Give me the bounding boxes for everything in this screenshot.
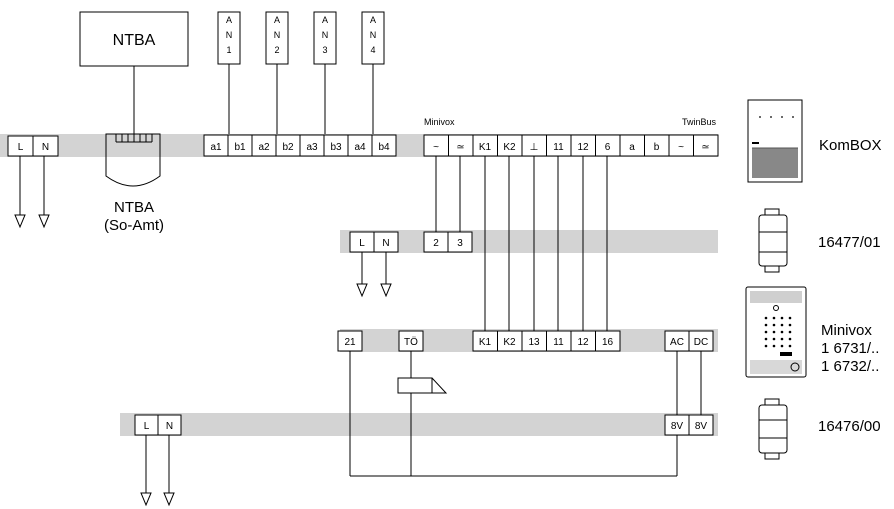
terminal-a3: a3 <box>306 142 318 153</box>
terminal-a4: a4 <box>354 142 366 153</box>
ground-arrow-icon <box>14 214 26 229</box>
minivox-right-terminals: AC DC <box>664 330 714 352</box>
transformer1-device-icon <box>758 208 788 273</box>
ground-arrow-icon <box>163 492 175 507</box>
minivox-device-icon <box>745 286 807 378</box>
an4-char-num: 4 <box>370 45 375 55</box>
an2-char-num: 2 <box>274 45 279 55</box>
transformer1-terminals: 2 3 <box>423 231 473 253</box>
ab-terminal-strip: a1 b1 a2 b2 a3 b3 a4 b4 <box>203 134 397 157</box>
twinbus-bus-label: TwinBus <box>682 117 717 127</box>
power1-l-label: L <box>18 142 24 153</box>
power1-n-label: N <box>42 142 49 153</box>
minivox-terminals: K1 K2 13 11 12 16 <box>472 330 621 352</box>
kombox-terminal-12: 12 <box>577 142 589 153</box>
minivox-terminal-11: 11 <box>553 337 564 348</box>
ntba-socket <box>105 133 161 187</box>
ntba-device-label-1: NTBA <box>114 199 154 216</box>
transformer2-device-icon <box>758 398 788 460</box>
door-opener-icon <box>397 377 433 394</box>
an2-char-a: A <box>274 15 280 25</box>
power2-l-label: L <box>359 238 365 249</box>
kombox-terminal-k2: K2 <box>503 142 516 153</box>
kombox-terminal-6: 6 <box>605 142 611 153</box>
minivox-terminal-16: 16 <box>602 337 614 348</box>
power-supply-2: L N <box>349 231 399 298</box>
minivox-terminal-13: 13 <box>528 337 540 348</box>
kombox-terminal-dc1: ≃ <box>456 142 464 153</box>
kombox-label: KomBOX <box>819 137 882 154</box>
an1-char-n: N <box>226 30 233 40</box>
terminal-b1: b1 <box>234 142 246 153</box>
minivox-terminal-dc: DC <box>694 337 708 348</box>
ntba-box-label: NTBA <box>113 32 156 49</box>
bus-bar-transformer2 <box>120 413 718 436</box>
kombox-terminal-a: a <box>629 142 635 153</box>
minivox-label-3: 1 6732/.. <box>821 358 879 375</box>
transformer1-terminal-2: 2 <box>433 238 439 249</box>
door-opener-circuit <box>349 351 677 477</box>
transformer2-label: 16476/00 <box>818 418 881 435</box>
kombox-device-icon <box>747 99 803 183</box>
minivox-label-2: 1 6731/.. <box>821 340 879 357</box>
an3-char-num: 3 <box>322 45 327 55</box>
terminal-b2: b2 <box>282 142 294 153</box>
minivox-terminal-21: 21 <box>344 337 356 348</box>
minivox-terminal-12: 12 <box>577 337 589 348</box>
power-supply-1: L N <box>7 135 59 229</box>
an3-char-a: A <box>322 15 328 25</box>
kombox-terminal-ground: ⊥ <box>530 142 539 153</box>
terminal-a2: a2 <box>258 142 270 153</box>
ground-arrow-icon <box>380 283 392 298</box>
terminal-b4: b4 <box>378 142 390 153</box>
minivox-terminal-ac: AC <box>670 337 684 348</box>
ground-arrow-icon <box>38 214 50 229</box>
kombox-terminal-dc2: ≃ <box>701 142 709 153</box>
transformer2-terminal-8v-b: 8V <box>695 421 708 432</box>
terminal-a1: a1 <box>210 142 222 153</box>
transformer2-terminal-8v-a: 8V <box>671 421 684 432</box>
terminal-b3: b3 <box>330 142 342 153</box>
an-ports: A N 1 A N 2 A N 3 A N 4 <box>217 11 385 134</box>
transformer2-terminals: 8V 8V <box>664 414 714 436</box>
an1-char-num: 1 <box>226 45 231 55</box>
minivox-terminal-k2: K2 <box>503 337 516 348</box>
ntba-device-label-2: (So-Amt) <box>104 217 164 234</box>
transformer1-label: 16477/01 <box>818 234 881 251</box>
power2-n-label: N <box>382 238 389 249</box>
kombox-terminal-ac1: ~ <box>433 142 439 153</box>
minivox-terminal-k1: K1 <box>479 337 492 348</box>
power-supply-3: L N <box>134 414 182 507</box>
an2-char-n: N <box>274 30 281 40</box>
ground-arrow-icon <box>140 492 152 507</box>
ntba-box <box>79 11 189 67</box>
kombox-terminal-ac2: ~ <box>678 142 684 153</box>
kombox-terminal-b: b <box>654 142 660 153</box>
an4-char-n: N <box>370 30 377 40</box>
kombox-terminal-k1: K1 <box>479 142 492 153</box>
ground-arrow-icon <box>356 283 368 298</box>
an4-char-a: A <box>370 15 376 25</box>
power3-l-label: L <box>144 421 150 432</box>
minivox-label-1: Minivox <box>821 322 872 339</box>
transformer1-terminal-3: 3 <box>457 238 463 249</box>
power3-n-label: N <box>166 421 173 432</box>
an3-char-n: N <box>322 30 329 40</box>
kombox-terminal-11: 11 <box>553 142 564 153</box>
kombox-terminal-strip: ~ ≃ K1 K2 ⊥ 11 12 6 a b ~ ≃ <box>423 134 719 157</box>
an1-char-a: A <box>226 15 232 25</box>
minivox-bus-label: Minivox <box>424 117 455 127</box>
minivox-terminal-to: TÖ <box>404 336 418 348</box>
